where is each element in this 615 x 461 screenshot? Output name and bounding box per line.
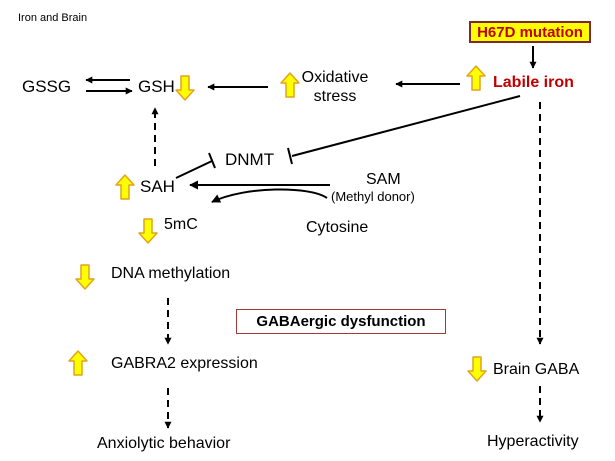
inhibition-dnmt-to-sah <box>175 160 213 179</box>
up-arrow-icon-labile-iron <box>466 65 486 91</box>
hyperactivity-label: Hyperactivity <box>487 433 579 450</box>
up-arrow-icon-sah <box>115 174 135 200</box>
methyl-donor-label: (Methyl donor) <box>331 189 415 204</box>
h67d-mutation-box: H67D mutation <box>469 21 591 43</box>
inhibition-labile-iron-to-dnmt <box>291 95 521 157</box>
inhibition-bar-dnmt-right <box>287 147 293 165</box>
oxidative-stress-label: Oxidative stress <box>301 69 369 105</box>
up-arrow-icon-gabra2-expression <box>68 350 88 376</box>
labile-iron-label: Labile iron <box>493 74 574 91</box>
page-title: Iron and Brain <box>18 12 88 24</box>
5mc-label: 5mC <box>164 216 198 233</box>
dna-methylation-label: DNA methylation <box>111 265 231 282</box>
anxiolytic-behavior-label: Anxiolytic behavior <box>97 435 231 452</box>
cytosine-label: Cytosine <box>306 219 369 236</box>
dnmt-label: DNMT <box>225 150 275 169</box>
down-arrow-icon-dna-methylation <box>75 264 95 290</box>
inhibition-bar-dnmt-left <box>208 152 216 169</box>
sah-label: SAH <box>140 177 175 196</box>
gssg-label: GSSG <box>22 77 72 96</box>
down-arrow-icon-5mc <box>138 218 158 244</box>
curved-arrow-cytosine-to-5mc <box>211 188 328 203</box>
gabra2-expression-label: GABRA2 expression <box>111 355 258 372</box>
sam-label: SAM <box>366 171 401 188</box>
gsh-label: GSH <box>138 77 175 96</box>
down-arrow-icon-brain-gaba <box>467 356 487 382</box>
gabaergic-dysfunction-box: GABAergic dysfunction <box>236 309 446 334</box>
brain-gaba-label: Brain GABA <box>493 361 580 378</box>
down-arrow-icon-gsh <box>175 75 195 101</box>
up-arrow-icon-oxidative-stress <box>280 72 300 98</box>
